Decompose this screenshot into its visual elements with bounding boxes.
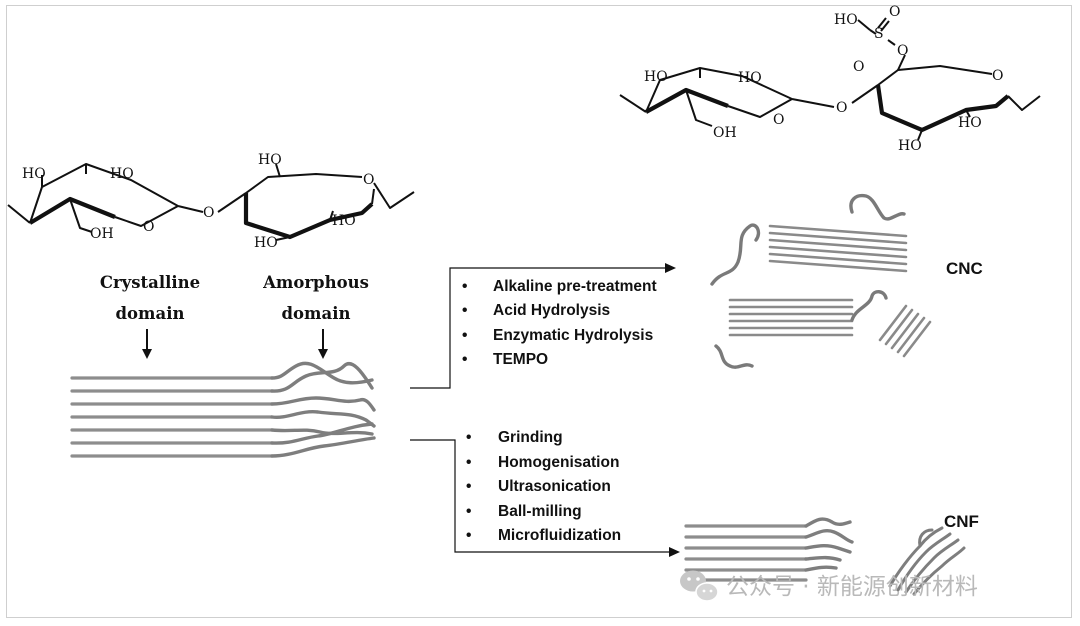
- method-item: Acid Hydrolysis: [493, 302, 610, 319]
- glycosidic-oxygen-label: O: [203, 205, 214, 221]
- sulfate-oxygen-label: O: [853, 59, 864, 75]
- ring-oxygen-label: O: [992, 68, 1003, 84]
- method-item: Homogenisation: [498, 454, 619, 471]
- cnc-pathway-arrow: [410, 263, 676, 389]
- bullet: •: [466, 429, 471, 446]
- ring-oxygen-label: O: [363, 172, 374, 188]
- method-item: Alkaline pre-treatment: [493, 278, 657, 295]
- method-item: TEMPO: [493, 351, 548, 368]
- hydroxyl-label: HO: [644, 69, 668, 85]
- bullet: •: [466, 503, 471, 520]
- nanofibril-bundle: [888, 526, 966, 596]
- hydroxyl-label: HO: [22, 166, 46, 182]
- amorphous-region: [270, 361, 376, 458]
- sulfate-oxygen-label: O: [889, 4, 900, 20]
- cnf-method-list: • Grinding • Homogenisation • Ultrasonic…: [466, 429, 621, 544]
- cellobiose-structure: HO HO OH O O HO O HO HO: [7, 152, 415, 251]
- down-arrow-icon: [142, 329, 152, 359]
- hydroxymethyl-label: HO: [258, 152, 282, 168]
- cnf-pathway-arrow: [410, 439, 680, 557]
- bullet: •: [466, 454, 471, 471]
- bullet: •: [466, 478, 471, 495]
- sulfated-cellobiose-structure: HO HO OH O O HO S O O O O HO HO: [619, 4, 1041, 154]
- bullet: •: [462, 351, 467, 368]
- nanocrystal-rod-bundle: [768, 224, 908, 273]
- hydroxyl-label: HO: [738, 70, 762, 86]
- method-item: Microfluidization: [498, 527, 621, 544]
- hydroxymethyl-label: OH: [90, 226, 114, 242]
- method-item: Ball-milling: [498, 503, 582, 520]
- method-item: Ultrasonication: [498, 478, 611, 495]
- sulfur-label: S: [874, 26, 884, 42]
- bullet: •: [466, 527, 471, 544]
- sulfate-hydroxyl-label: HO: [834, 12, 858, 28]
- watermark-text: 公众号 · 新能源创新材料: [726, 574, 978, 600]
- cellulose-fibril-bundle: [70, 361, 376, 458]
- bullet: •: [462, 278, 467, 295]
- cnf-illustration: CNF: [684, 512, 979, 596]
- hydroxyl-label: HO: [898, 138, 922, 154]
- cnf-label: CNF: [944, 512, 979, 531]
- amorphous-domain-label: Amorphous: [262, 273, 369, 292]
- method-item: Grinding: [498, 429, 563, 446]
- hydroxyl-label: HO: [958, 115, 982, 131]
- hydroxymethyl-label: OH: [713, 125, 737, 141]
- bullet: •: [462, 302, 467, 319]
- figure-frame: [6, 5, 1072, 618]
- hydroxyl-label: HO: [110, 166, 134, 182]
- domain-labels: Crystalline domain Amorphous domain: [100, 273, 369, 359]
- nanocrystal-rod-bundle: [878, 304, 932, 358]
- nanocrystal-rod-bundle: [728, 298, 854, 337]
- ester-oxygen-label: O: [897, 43, 908, 59]
- wechat-icon: [680, 570, 719, 602]
- crystalline-region: [70, 376, 274, 458]
- ring-oxygen-label: O: [143, 219, 154, 235]
- amorphous-domain-label: domain: [282, 304, 351, 323]
- bullet: •: [462, 327, 467, 344]
- amorphous-fragment: [710, 193, 906, 369]
- hydroxyl-label: HO: [332, 213, 356, 229]
- watermark: 公众号 · 新能源创新材料: [680, 570, 978, 602]
- crystalline-domain-label: domain: [116, 304, 185, 323]
- cnc-method-list: • Alkaline pre-treatment • Acid Hydrolys…: [462, 278, 657, 368]
- down-arrow-icon: [318, 329, 328, 359]
- nanofibril-bundle: [684, 517, 854, 582]
- cnc-illustration: CNC: [710, 193, 983, 369]
- glycosidic-oxygen-label: O: [836, 100, 847, 116]
- hydroxyl-label: HO: [254, 235, 278, 251]
- method-item: Enzymatic Hydrolysis: [493, 327, 653, 344]
- crystalline-domain-label: Crystalline: [100, 273, 200, 292]
- cnc-label: CNC: [946, 259, 983, 278]
- ring-oxygen-label: O: [773, 112, 784, 128]
